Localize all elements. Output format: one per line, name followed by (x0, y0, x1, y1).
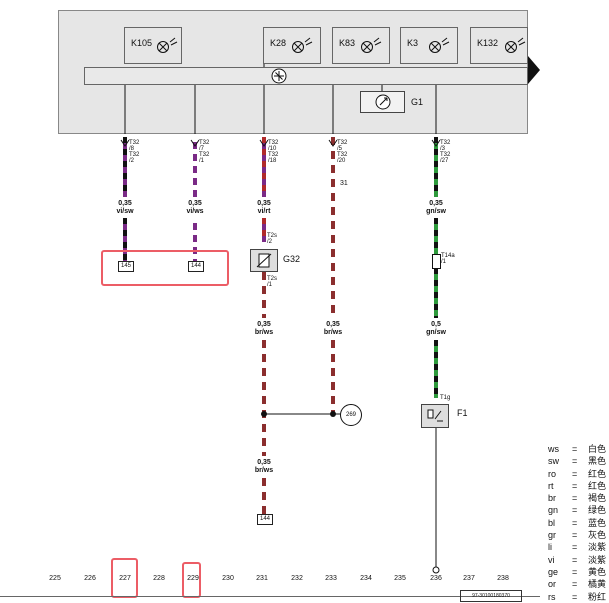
connector-145: 145 (118, 261, 134, 272)
legend-row: sw=黑色 (548, 456, 607, 467)
lamp-k132-label: K132 (477, 38, 499, 48)
pin-label: T14a/1 (441, 253, 455, 265)
scale-label: 232 (291, 575, 303, 582)
internal-bus (84, 67, 528, 85)
scale-label: 236 (430, 575, 442, 582)
scale-label: 231 (256, 575, 268, 582)
continuation-arrow (528, 56, 540, 84)
sensor-icon (256, 253, 272, 268)
lamp-k83-label: K83 (339, 38, 356, 48)
lamp-k105: K105 (124, 27, 182, 64)
highlight-box (182, 562, 201, 598)
drawing-number: 97-30100180370 (460, 590, 522, 602)
scale-label: 233 (325, 575, 337, 582)
sender-g32 (250, 249, 278, 272)
scale-label: 234 (360, 575, 372, 582)
reference-circle: 269 (340, 404, 362, 426)
bulb-icon (292, 37, 313, 53)
legend-row: ge=黄色 (548, 566, 607, 577)
switch-icon (427, 409, 443, 422)
lamp-k3: K3 (400, 27, 458, 64)
scale-label: 225 (49, 575, 61, 582)
bulb-icon (361, 37, 382, 53)
scale-label: 238 (497, 575, 509, 582)
connector-144: 144 (188, 261, 204, 272)
highlight-box (111, 558, 138, 598)
lamp-k28: K28 (263, 27, 321, 64)
bulb-icon (429, 37, 450, 53)
pin-label: T2s/1 (267, 276, 278, 288)
scale-label: 237 (463, 575, 475, 582)
processor-icon (271, 68, 287, 84)
highlight-box (101, 250, 229, 286)
switch-f1 (421, 404, 449, 428)
legend-row: vi=淡紫 (548, 554, 607, 565)
connector-t14a (432, 254, 441, 269)
bulb-icon (157, 37, 178, 53)
legend-row: ro=红色 (548, 468, 607, 479)
gauge-icon (375, 94, 391, 110)
color-legend: ws=白色 sw=黑色 ro=红色 rt=红色 br=褐色 gn=绿色 bl=蓝… (548, 443, 606, 603)
legend-row: or=橘黄 (548, 579, 607, 590)
sender-g32-label: G32 (283, 254, 301, 264)
lamp-k132: K132 (470, 27, 528, 64)
legend-row: li=淡紫 (548, 542, 607, 553)
switch-f1-label: F1 (457, 408, 468, 418)
grid-scale-line (0, 596, 540, 597)
pin-label: T1g (440, 395, 451, 401)
legend-row: bl=蓝色 (548, 517, 607, 528)
scale-label: 228 (153, 575, 165, 582)
scale-label: 230 (222, 575, 234, 582)
legend-row: rt=红色 (548, 480, 607, 491)
lamp-k105-label: K105 (131, 38, 153, 48)
legend-row: br=褐色 (548, 493, 607, 504)
wire-number: 31 (340, 180, 348, 187)
scale-label: 235 (394, 575, 406, 582)
scale-label: 227 (119, 575, 131, 582)
scale-label: 229 (187, 575, 199, 582)
lamp-k83: K83 (332, 27, 390, 64)
scale-label: 226 (84, 575, 96, 582)
lamp-k28-label: K28 (270, 38, 287, 48)
legend-row: gn=绿色 (548, 505, 607, 516)
legend-row: ws=白色 (548, 444, 607, 454)
gauge-g1 (360, 91, 405, 113)
connector-144: 144 (257, 514, 273, 525)
pin-label: T2s/2 (267, 233, 278, 245)
legend-row: rs=粉红 (548, 591, 607, 602)
legend-row: gr=灰色 (548, 530, 607, 541)
gauge-g1-label: G1 (411, 97, 424, 107)
lamp-k3-label: K3 (407, 38, 419, 48)
bulb-icon (505, 37, 526, 53)
